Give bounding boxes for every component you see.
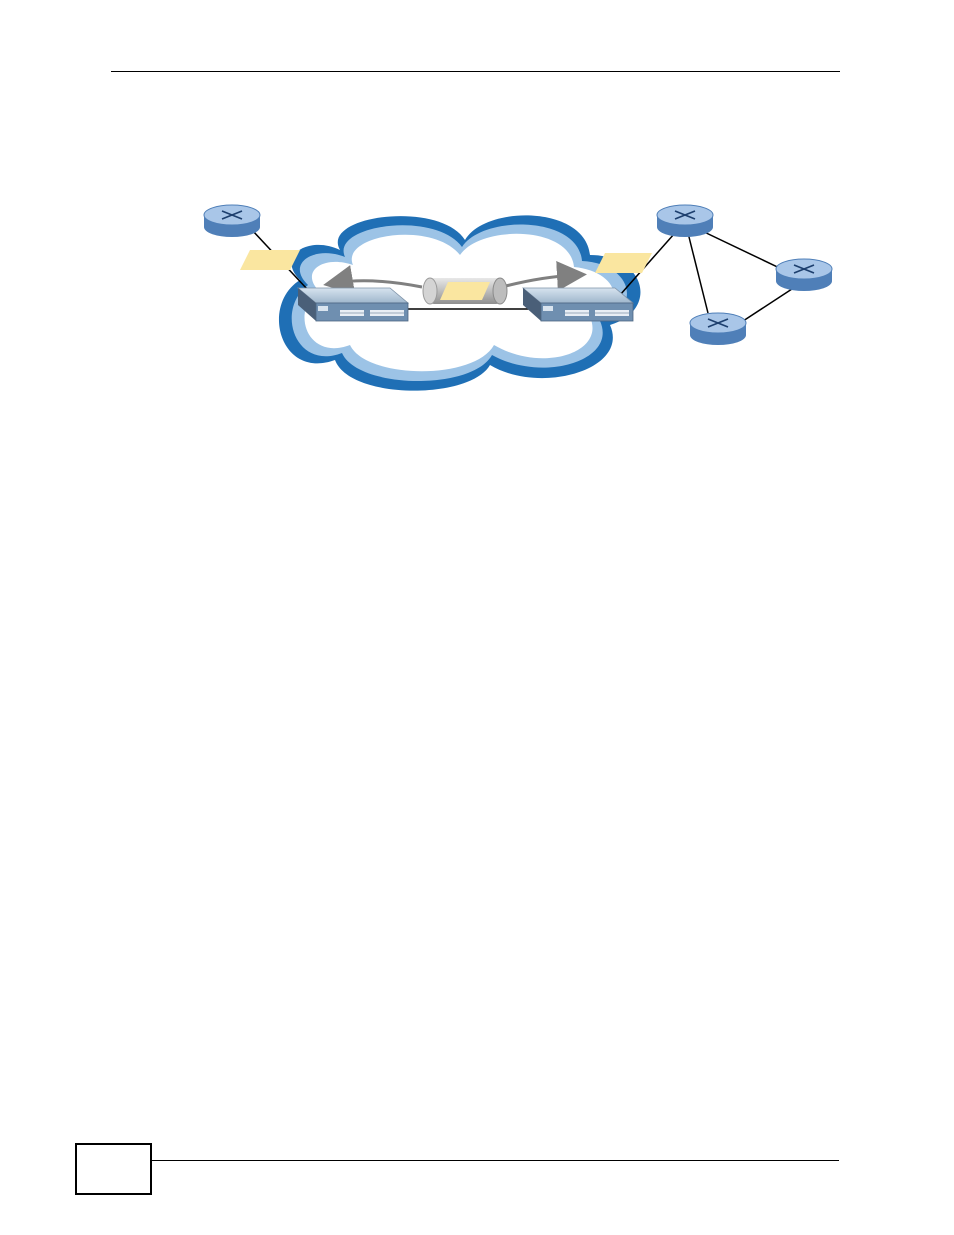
- router-top-right-icon: [657, 205, 713, 237]
- router-left-icon: [204, 205, 260, 237]
- tunnel-icon: [423, 278, 507, 304]
- network-diagram: [190, 195, 850, 400]
- header-rule: [111, 71, 840, 72]
- switch-left-icon: [298, 288, 408, 321]
- label-tag-right: [595, 253, 652, 273]
- footer-rule: [151, 1160, 839, 1161]
- page-number-box: [75, 1143, 152, 1195]
- link-router-right-router-bottom: [740, 287, 795, 323]
- label-tag-left: [240, 250, 300, 270]
- link-router-top-router-bottom: [688, 233, 708, 313]
- switch-right-icon: [523, 288, 633, 321]
- diagram-svg: [190, 195, 850, 400]
- router-bottom-right-icon: [690, 313, 746, 345]
- router-right-icon: [776, 259, 832, 291]
